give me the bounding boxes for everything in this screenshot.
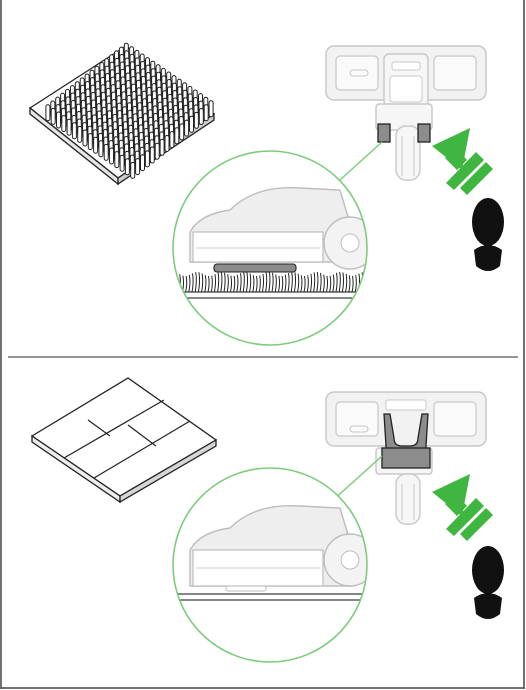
panel-hard-floor	[30, 377, 504, 663]
vacuum-head-top-view	[325, 45, 487, 181]
zoom-view-carpet	[172, 150, 368, 346]
green-press-arrow-icon	[432, 474, 493, 541]
shoe-footprint-icon	[472, 546, 504, 619]
zoom-view-hard-floor	[172, 467, 368, 663]
pedal-highlight-left	[377, 123, 391, 143]
carpet-tile-icon	[28, 42, 216, 186]
pedal-highlight-right	[417, 123, 431, 143]
panel-carpet	[28, 42, 504, 346]
shoe-footprint-icon	[472, 198, 504, 271]
green-press-arrow-icon	[432, 128, 493, 195]
vacuum-head-top-view	[325, 391, 487, 525]
wood-plank-floor-icon	[30, 377, 218, 504]
